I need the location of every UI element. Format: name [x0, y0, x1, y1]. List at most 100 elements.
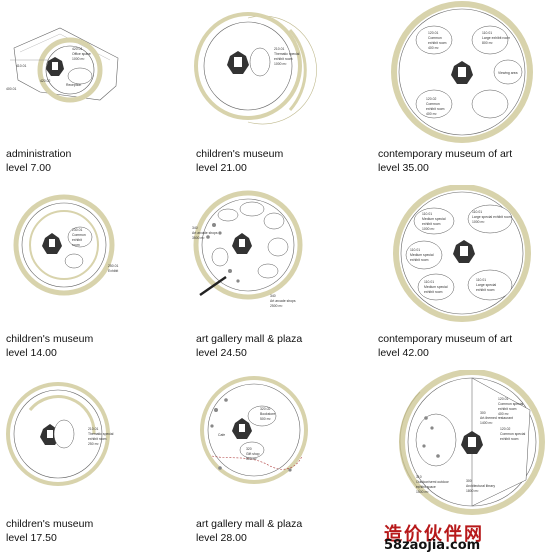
room-label: exhibit room: [274, 57, 293, 61]
room-label: Common: [426, 102, 440, 106]
room-label: 110.01: [410, 248, 420, 252]
panel-level: level 7.00: [6, 162, 51, 174]
room-label: 250.01: [108, 264, 118, 268]
room-label: 400 m²: [428, 46, 439, 50]
plan-contemporary-museum-42: 110.01 Medium special exhibit room 1000 …: [393, 185, 531, 322]
room-label: 410.01: [16, 64, 26, 68]
panel-level: level 35.00: [378, 162, 429, 174]
plan-combined: 120.01 Common special exhibit room 400 m…: [399, 370, 545, 515]
room-label: Art arcade shops: [192, 231, 218, 235]
room-label: Large exhibit room: [482, 36, 510, 40]
room-label: Common special: [498, 402, 523, 406]
room-label: 300: [480, 411, 486, 415]
room-label: 300: [466, 479, 472, 483]
room-label: Exhibit: [108, 269, 118, 273]
room-label: Medium special: [410, 253, 434, 257]
room-label: exhibit room: [500, 437, 519, 441]
room-label: exhibit: [72, 238, 82, 242]
panel-level: level 28.00: [196, 532, 247, 544]
room-label: 1000 m²: [72, 57, 85, 61]
panel-title: art gallery mall & plaza: [196, 333, 303, 345]
panel-title: children's museum: [6, 518, 94, 530]
room-label: 1400 m²: [480, 421, 493, 425]
room-label: Common: [428, 36, 442, 40]
panel-administration: 420.01 Office space 1000 m² 410.01 420.0…: [0, 0, 180, 180]
panel-title: art gallery mall & plaza: [196, 518, 303, 530]
room-label: exhibit room: [410, 258, 429, 262]
room-label: exhibit room: [498, 407, 517, 411]
plan-childrens-museum-21: 210.01 Thematic special exhibit room 100…: [194, 12, 317, 125]
plan-art-gallery-mall-28: 320.02 Bookstore 500 m² Cafe 320 Gift sh…: [200, 376, 308, 484]
room-label: Art arcade shops: [270, 299, 296, 303]
room-label: exhibit room: [88, 437, 107, 441]
panel-combined-plan: 120.01 Common special exhibit room 400 m…: [380, 370, 560, 550]
room-label: 340: [270, 294, 276, 298]
panel-art-gallery-mall-24: 340 Art arcade shops 3500 m² 340 Art arc…: [190, 185, 370, 365]
room-label: 1800 m²: [466, 489, 479, 493]
room-label: 420.02: [40, 79, 50, 83]
room-label: 120.02: [426, 97, 436, 101]
room-label: 400.01: [6, 87, 16, 91]
room-label: 210.01: [88, 427, 98, 431]
room-label: Outdoor/semi outdoor: [416, 480, 450, 484]
room-label: 210.01: [274, 47, 284, 51]
room-label: exhibit room: [426, 107, 445, 111]
room-label: Reception: [66, 83, 81, 87]
panel-level: level 42.00: [378, 347, 429, 359]
room-label: 320.02: [260, 407, 270, 411]
room-label: Large special: [476, 283, 496, 287]
room-label: Common special: [500, 432, 525, 436]
room-label: Art-themed restaurant: [480, 416, 513, 420]
room-label: 310: [416, 475, 422, 479]
panel-childrens-museum-21: 210.01 Thematic special exhibit room 100…: [190, 0, 370, 180]
room-label: 400 m²: [426, 112, 437, 116]
room-label: 230.01: [72, 228, 82, 232]
panel-contemporary-museum-35: 120.01 Common exhibit room 400 m² 110.01…: [372, 0, 552, 180]
room-label: 110.01: [472, 210, 482, 214]
room-label: room: [72, 243, 80, 247]
room-label: 1000 m²: [472, 220, 485, 224]
watermark: 造价伙伴网 58zaojia.com: [384, 520, 560, 553]
panel-level: level 21.00: [196, 162, 247, 174]
panel-title: administration: [6, 148, 72, 160]
room-label: exhibit room: [428, 41, 447, 45]
plan-childrens-museum-17: 210.01 Thematic special exhibit room 250…: [6, 382, 114, 486]
room-label: 340: [192, 226, 198, 230]
panel-contemporary-museum-42: 110.01 Medium special exhibit room 1000 …: [372, 185, 552, 365]
panel-art-gallery-mall-28: 320.02 Bookstore 500 m² Cafe 320 Gift sh…: [190, 370, 370, 550]
room-label: 110.01: [422, 212, 432, 216]
room-label: exhibit room: [424, 290, 443, 294]
panel-title: children's museum: [6, 333, 94, 345]
room-label: 3500 m²: [192, 236, 205, 240]
plan-art-gallery-mall-24: 340 Art arcade shops 3500 m² 340 Art arc…: [192, 190, 303, 308]
room-label: Common: [72, 233, 86, 237]
room-label: Architectural library: [466, 484, 495, 488]
room-label: 120.02: [500, 427, 510, 431]
panel-childrens-museum-14: 230.01 Common exhibit room 250.01 Exhibi…: [0, 185, 180, 365]
room-label: 120.01: [428, 31, 438, 35]
room-label: Office space: [72, 52, 91, 56]
room-label: 1000 m²: [274, 62, 287, 66]
panel-level: level 17.50: [6, 532, 57, 544]
watermark-url: 58zaojia.com: [384, 538, 481, 553]
panel-level: level 14.00: [6, 347, 57, 359]
room-label: 500 m²: [260, 417, 271, 421]
room-label: Cafe: [218, 433, 225, 437]
panel-title: children's museum: [196, 148, 284, 160]
room-label: Large special exhibit room: [472, 215, 512, 219]
room-label: Viewing area: [498, 71, 518, 75]
plan-childrens-museum-14: 230.01 Common exhibit room 250.01 Exhibi…: [13, 194, 118, 296]
panel-title: contemporary museum of art: [378, 148, 513, 160]
plan-administration: 420.01 Office space 1000 m² 410.01 420.0…: [6, 27, 119, 103]
label: 420.01: [72, 47, 82, 51]
room-label: Thematic special: [88, 432, 114, 436]
watermark-chinese: 造价伙伴网: [384, 524, 484, 545]
room-label: 800 m²: [482, 41, 493, 45]
room-label: 320: [246, 447, 252, 451]
room-label: 1500 m²: [416, 490, 429, 494]
room-label: Bookstore: [260, 412, 275, 416]
room-label: 2500 m²: [270, 304, 283, 308]
room-label: 120.01: [498, 397, 508, 401]
room-label: exhibit room: [422, 222, 441, 226]
room-label: 500 m²: [246, 457, 257, 461]
